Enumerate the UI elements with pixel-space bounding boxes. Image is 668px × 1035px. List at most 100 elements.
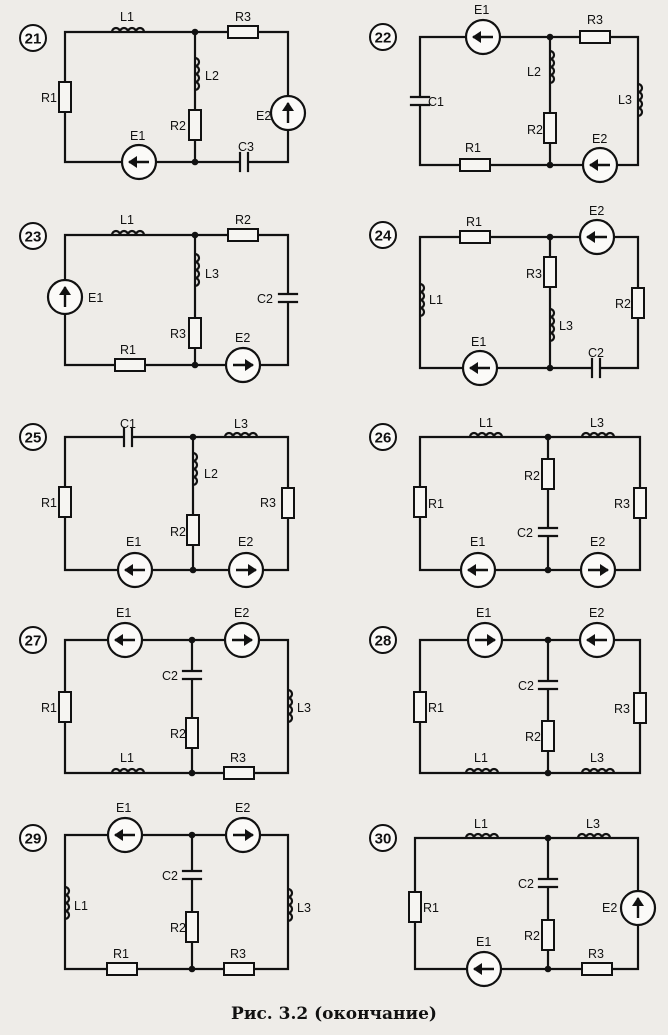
component-label: L1	[429, 293, 443, 307]
circuit-number-badge	[19, 24, 47, 52]
component-label: R3	[230, 751, 246, 765]
circuit-number: 25	[25, 430, 42, 447]
component-label: E1	[476, 606, 491, 620]
circuit-number-badge	[19, 626, 47, 654]
inductor	[576, 832, 612, 839]
component-label: L1	[474, 817, 488, 831]
wire	[418, 35, 640, 167]
circuit-number-badge	[19, 423, 47, 451]
arrow-head	[472, 31, 481, 43]
component-label: R3	[170, 327, 186, 341]
resistor	[58, 691, 72, 723]
arrow-head	[248, 564, 257, 576]
resistor	[631, 287, 645, 319]
wire	[63, 30, 290, 164]
resistor	[541, 720, 555, 752]
component-label: R3	[614, 702, 630, 716]
resistor	[579, 30, 611, 44]
arrow-head	[586, 634, 595, 646]
junction-dot	[546, 161, 554, 169]
circuit-number: 28	[375, 633, 392, 650]
arrow-head	[487, 634, 496, 646]
resistor	[223, 766, 255, 780]
resistor	[227, 25, 259, 39]
resistor	[223, 962, 255, 976]
component-label: R1	[41, 701, 57, 715]
wire	[63, 435, 290, 572]
component-label: L2	[204, 467, 218, 481]
component-label: E1	[116, 801, 131, 815]
resistor	[188, 317, 202, 349]
component-label: R2	[615, 297, 631, 311]
circuit-number-badge	[19, 824, 47, 852]
junction-dot	[188, 636, 196, 644]
circuit-number: 21	[25, 31, 42, 48]
inductor	[192, 451, 199, 487]
arrow-head	[282, 102, 294, 111]
component-label: E2	[256, 109, 271, 123]
arrow-head	[245, 359, 254, 371]
arrow-head	[128, 156, 137, 168]
circuit-number-badge	[369, 626, 397, 654]
component-label: E2	[602, 901, 617, 915]
component-label: R3	[588, 947, 604, 961]
component-label: R3	[260, 496, 276, 510]
component-label: E1	[476, 935, 491, 949]
component-label: C1	[120, 417, 136, 431]
component-label: R2	[170, 921, 186, 935]
component-label: R1	[423, 901, 439, 915]
component-label: C1	[428, 95, 444, 109]
inductor	[287, 887, 294, 923]
junction-dot	[188, 965, 196, 973]
junction-dot	[544, 769, 552, 777]
junction-dot	[191, 158, 199, 166]
resistor	[543, 112, 557, 144]
component-label: R1	[428, 497, 444, 511]
wire	[413, 836, 640, 971]
resistor	[543, 256, 557, 288]
junction-dot	[544, 965, 552, 973]
component-label: R3	[587, 13, 603, 27]
inductor	[287, 688, 294, 724]
resistor	[114, 358, 146, 372]
component-label: E2	[589, 606, 604, 620]
resistor	[581, 962, 613, 976]
component-label: C2	[162, 869, 178, 883]
component-label: R1	[466, 215, 482, 229]
component-label: L3	[297, 901, 311, 915]
inductor	[580, 767, 616, 774]
component-label: E2	[234, 606, 249, 620]
component-label: L3	[590, 416, 604, 430]
resistor	[186, 514, 200, 546]
inductor	[464, 832, 500, 839]
component-label: R1	[113, 947, 129, 961]
wire	[63, 233, 290, 367]
junction-dot	[544, 834, 552, 842]
component-label: L2	[527, 65, 541, 79]
resistor	[413, 486, 427, 518]
component-label: E2	[235, 801, 250, 815]
wire	[63, 833, 290, 971]
component-label: R2	[524, 469, 540, 483]
component-label: R3	[526, 267, 542, 281]
component-label: R3	[230, 947, 246, 961]
inductor	[637, 82, 644, 118]
component-label: R3	[235, 10, 251, 24]
junction-dot	[188, 769, 196, 777]
resistor	[633, 487, 647, 519]
arrow-head	[114, 829, 123, 841]
arrow-head	[586, 231, 595, 243]
component-label: L3	[297, 701, 311, 715]
resistor	[408, 891, 422, 923]
circuit-number: 24	[375, 228, 392, 245]
arrow-head	[600, 564, 609, 576]
inductor	[549, 307, 556, 343]
component-label: L3	[618, 93, 632, 107]
resistor	[541, 919, 555, 951]
